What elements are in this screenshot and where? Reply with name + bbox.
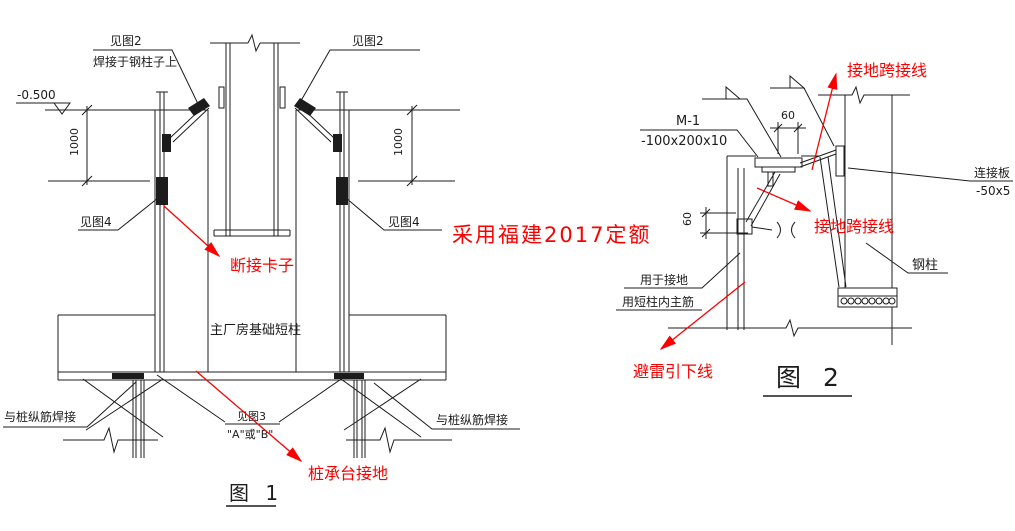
jumper-lower-label: 接地跨接线 <box>814 217 894 236</box>
fig2-labels: M-1 -100x200x10 连接板 -50x5 钢柱 用于接地 用短柱内主筋 <box>616 114 1013 311</box>
grounding-straps <box>162 86 342 152</box>
piles <box>63 378 452 458</box>
connection-plate-label: 连接板 <box>974 165 1010 180</box>
figure1-title: 图 1 <box>229 481 283 505</box>
use-main-rebar-label: 用短柱内主筋 <box>622 294 694 309</box>
fig2-title: 图 2 <box>763 363 852 397</box>
see-fig4-right-label: 见图4 <box>388 215 420 229</box>
m1-size-label: -100x200x10 <box>641 134 727 149</box>
see-fig2-right-label: 见图2 <box>352 34 384 48</box>
pile-cap-grounding-label: 桩承台接地 <box>308 464 388 483</box>
dim-60-left: 60 <box>681 212 694 226</box>
elevation-label: -0.500 <box>17 88 56 102</box>
see-fig2-left-label: 见图2 <box>110 34 142 48</box>
column-name-label: 主厂房基础短柱 <box>210 322 301 338</box>
steel-column-label: 钢柱 <box>912 258 938 273</box>
embedded-plate-assembly <box>736 145 845 239</box>
jumper-upper-label: 接地跨接线 <box>847 61 927 80</box>
see-fig3-callout: 见图3 "A"或"B" <box>156 374 348 441</box>
disconnect-clamp-label: 断接卡子 <box>230 256 294 275</box>
weld-symbols <box>702 74 835 158</box>
connection-plate-size-label: -50x5 <box>976 184 1010 198</box>
figure-1: -0.500 1000 1000 见图2 焊接于钢柱子上 见图2 见图4 见图4… <box>3 33 520 507</box>
weld-note-label: 焊接于钢柱子上 <box>93 54 177 69</box>
pile-weld-left-label: 与桩纵筋焊接 <box>4 409 76 424</box>
fig1-labels: 见图2 焊接于钢柱子上 见图2 见图4 见图4 主厂房基础短柱 <box>78 34 442 338</box>
for-grounding-label: 用于接地 <box>640 272 688 287</box>
steel-column-2 <box>818 85 910 345</box>
disconnect-clamps <box>156 177 348 205</box>
concrete-short-column <box>668 155 912 338</box>
dim-1000-left: 1000 <box>68 128 81 156</box>
fig2-dimensions: 60 60 <box>681 109 806 239</box>
figure2-title: 图 2 <box>776 363 846 392</box>
pile-weld-right-label: 与桩纵筋焊接 <box>436 412 508 427</box>
fig2-red-annotations: 接地跨接线 接地跨接线 避雷引下线 <box>633 61 927 381</box>
a-or-b-label: "A"或"B" <box>227 428 273 441</box>
lightning-downlead-label: 避雷引下线 <box>633 362 713 381</box>
dim-1000-right: 1000 <box>392 128 405 156</box>
pile-cap <box>57 314 447 381</box>
budget-note: 采用福建2017定额 <box>452 223 651 247</box>
dim-60-top: 60 <box>781 109 795 122</box>
m1-label: M-1 <box>676 114 700 129</box>
wall-rebar <box>156 91 348 372</box>
pile-weld-labels: 与桩纵筋焊接 与桩纵筋焊接 <box>3 381 520 430</box>
fig1-red-annotations: 断接卡子 桩承台接地 <box>163 205 388 483</box>
steel-column <box>210 33 300 237</box>
figure-2: 60 60 M-1 -100x200x10 连接板 -50x5 钢柱 用于接地 … <box>616 61 1013 397</box>
fig1-title: 图 1 <box>226 481 283 507</box>
dimensions: -0.500 1000 1000 <box>16 88 460 187</box>
see-fig3-label: 见图3 <box>237 410 266 423</box>
see-fig4-left-label: 见图4 <box>80 215 112 229</box>
